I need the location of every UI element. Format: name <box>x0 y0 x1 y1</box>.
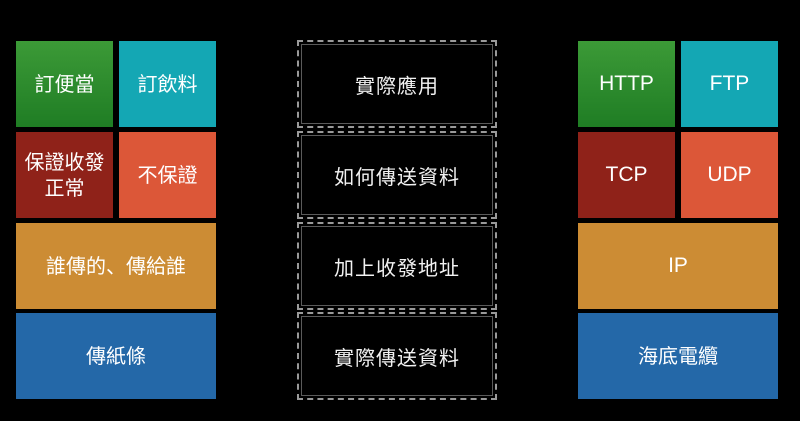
pass-note-label: 傳紙條 <box>86 344 146 368</box>
udp-block: UDP <box>681 132 778 218</box>
unreliable-delivery-block: 不保證 <box>119 132 216 218</box>
order-drink-label: 訂飲料 <box>137 72 198 96</box>
physical-layer-label: 實際傳送資料 <box>334 345 460 370</box>
network-layer-label: 加上收發地址 <box>334 255 460 280</box>
ip-label: IP <box>668 254 688 278</box>
order-lunch-label: 訂便當 <box>34 72 95 96</box>
tcp-label: TCP <box>605 163 648 187</box>
ip-block: IP <box>578 223 778 309</box>
application-layer-box: 實際應用 <box>297 40 497 128</box>
who-to-whom-label: 誰傳的、傳給誰 <box>46 254 186 278</box>
order-lunch-block: 訂便當 <box>16 41 113 127</box>
who-to-whom-block: 誰傳的、傳給誰 <box>16 223 216 309</box>
reliable-delivery-block: 保證收發 正常 <box>16 132 113 218</box>
http-label: HTTP <box>599 72 654 96</box>
network-layer-box: 加上收發地址 <box>297 222 497 310</box>
transport-layer-label: 如何傳送資料 <box>334 164 460 189</box>
physical-layer-box: 實際傳送資料 <box>297 312 497 400</box>
http-block: HTTP <box>578 41 675 127</box>
pass-note-block: 傳紙條 <box>16 313 216 399</box>
transport-layer-box: 如何傳送資料 <box>297 131 497 219</box>
undersea-cable-block: 海底電纜 <box>578 313 778 399</box>
undersea-cable-label: 海底電纜 <box>638 344 718 368</box>
application-layer-label: 實際應用 <box>355 73 439 98</box>
ftp-block: FTP <box>681 41 778 127</box>
reliable-delivery-label-line2: 正常 <box>44 176 85 200</box>
reliable-delivery-label-line1: 保證收發 <box>24 150 105 174</box>
order-drink-block: 訂飲料 <box>119 41 216 127</box>
ftp-label: FTP <box>709 72 750 96</box>
tcp-block: TCP <box>578 132 675 218</box>
unreliable-delivery-label: 不保證 <box>137 163 198 187</box>
udp-label: UDP <box>707 163 752 187</box>
